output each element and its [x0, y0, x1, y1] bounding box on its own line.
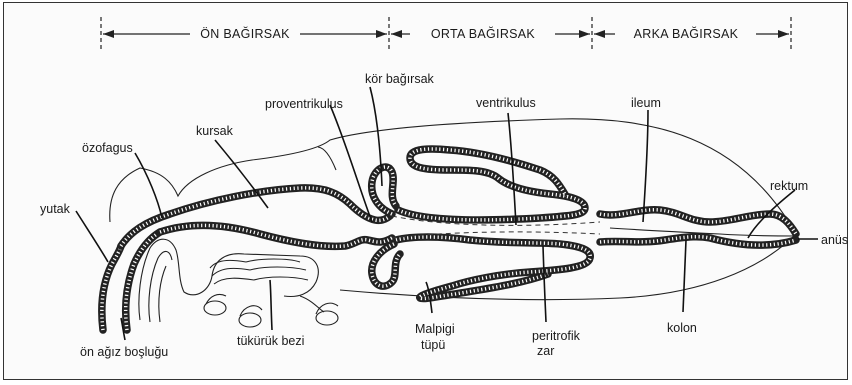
foregut-lower-wall — [160, 225, 392, 246]
ventriculus-lower-loop — [396, 237, 590, 299]
label-peritrophic-line2: zar — [537, 344, 554, 358]
label-peritrophic-line1: peritrofik — [532, 329, 581, 343]
label-colon: kolon — [667, 321, 697, 335]
label-salivary-gland: tükürük bezi — [237, 334, 304, 348]
label-proventriculus: proventrikulus — [265, 97, 343, 111]
label-rectum: rektum — [770, 179, 808, 193]
label-oesophagus: özofagus — [82, 141, 133, 155]
label-malpighian-tubule-line2: tüpü — [421, 338, 445, 352]
label-crop: kursak — [196, 124, 234, 138]
label-malpighian-tubule-line1: Malpigi — [415, 322, 455, 336]
section-label-foregut: ÖN BAĞIRSAK — [200, 26, 290, 41]
salivary-gland — [139, 239, 338, 327]
section-label-midgut: ORTA BAĞIRSAK — [431, 26, 536, 41]
ventriculus-upper-loop — [398, 149, 585, 220]
gland-lobe — [316, 311, 338, 325]
gastric-caecum-upper — [372, 167, 396, 214]
ileum-lower-wall — [600, 237, 796, 245]
label-gastric-caecum: kör bağırsak — [365, 72, 435, 86]
label-pharynx: yutak — [40, 202, 71, 216]
section-label-hindgut: ARKA BAĞIRSAK — [634, 26, 739, 41]
gland-lobe — [239, 313, 261, 327]
label-buccal-cavity: ön ağız boşluğu — [80, 345, 168, 359]
label-anus: anüs — [821, 233, 848, 247]
gastric-caecum-lower — [372, 244, 400, 286]
label-ventriculus: ventrikulus — [476, 96, 536, 110]
ileum-upper-wall — [600, 210, 796, 234]
label-ileum: ileum — [631, 96, 661, 110]
leader-lines — [76, 87, 818, 340]
gland-lobe — [204, 301, 226, 315]
